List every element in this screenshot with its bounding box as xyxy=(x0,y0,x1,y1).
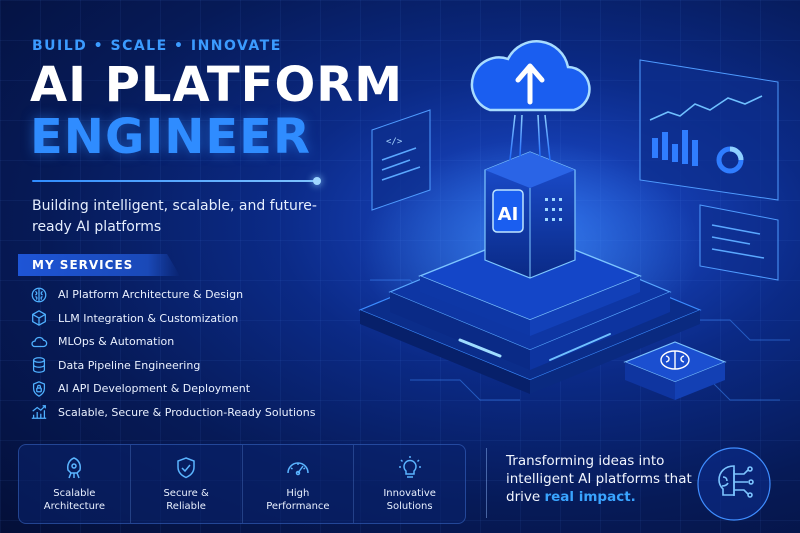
cta-highlight: real impact. xyxy=(544,489,636,505)
services-list: AI Platform Architecture & Design LLM In… xyxy=(30,283,315,424)
chip-label: AI xyxy=(498,204,519,225)
service-label: AI Platform Architecture & Design xyxy=(58,288,244,302)
cloud-upload-icon xyxy=(470,40,591,112)
title-line-2: ENGINEER xyxy=(30,109,311,165)
subtitle: Building intelligent, scalable, and futu… xyxy=(32,198,317,235)
title-divider xyxy=(32,177,321,185)
shield-lock-icon xyxy=(32,380,46,397)
shield-check-icon xyxy=(177,457,195,479)
service-item-mlops: MLOps & Automation xyxy=(30,330,315,354)
service-item-llm: LLM Integration & Customization xyxy=(30,307,315,331)
code-tag: </> xyxy=(386,137,403,147)
feature-label: Scalable Architecture xyxy=(43,488,105,512)
cta-divider xyxy=(486,448,487,518)
service-item-data-pipeline: Data Pipeline Engineering xyxy=(30,354,315,378)
analytics-panel xyxy=(639,59,779,201)
tagline: BUILD • SCALE • INNOVATE xyxy=(32,38,282,54)
ai-brain-badge xyxy=(697,447,771,521)
brain-circuit-icon xyxy=(718,465,754,498)
service-item-scalable: Scalable, Secure & Production-Ready Solu… xyxy=(30,401,315,425)
side-panel xyxy=(699,204,779,281)
services-heading: MY SERVICES xyxy=(18,254,180,276)
service-label: AI API Development & Deployment xyxy=(58,382,251,396)
feature-performance: High Performance xyxy=(243,445,355,523)
code-panel: </> xyxy=(371,109,431,211)
brain-icon xyxy=(660,350,690,370)
feature-label: High Performance xyxy=(266,488,330,512)
brain-cube xyxy=(623,341,727,400)
feature-scalable: Scalable Architecture xyxy=(19,445,131,523)
ai-platform-illustration: AI </> xyxy=(358,40,790,401)
feature-label: Secure & Reliable xyxy=(163,488,209,512)
cta-body: Transforming ideas into intelligent AI p… xyxy=(506,453,692,505)
cloud-icon xyxy=(31,336,48,347)
chart-up-icon xyxy=(31,405,47,420)
brain-icon xyxy=(31,287,47,303)
rocket-icon xyxy=(67,457,82,479)
service-item-api: AI API Development & Deployment xyxy=(30,377,315,401)
title-line-1: AI PLATFORM xyxy=(30,57,403,113)
data-streams xyxy=(509,114,551,161)
cube-icon xyxy=(32,310,46,327)
ai-chip: AI xyxy=(484,151,576,279)
lightbulb-icon xyxy=(398,456,421,478)
feature-label: Innovative Solutions xyxy=(383,488,436,512)
service-label: MLOps & Automation xyxy=(58,335,175,349)
service-label: LLM Integration & Customization xyxy=(58,311,239,325)
service-item-architecture: AI Platform Architecture & Design xyxy=(30,283,315,307)
service-label: Scalable, Secure & Production-Ready Solu… xyxy=(58,405,316,419)
feature-innovative: Innovative Solutions xyxy=(354,445,465,523)
cta-text: Transforming ideas into intelligent AI p… xyxy=(506,452,696,506)
platform-stack xyxy=(358,231,702,394)
speedometer-icon xyxy=(287,462,309,476)
database-icon xyxy=(32,357,46,374)
service-label: Data Pipeline Engineering xyxy=(58,358,201,372)
feature-secure: Secure & Reliable xyxy=(131,445,243,523)
features-bar: Scalable Architecture Secure & Reliable … xyxy=(18,444,466,524)
